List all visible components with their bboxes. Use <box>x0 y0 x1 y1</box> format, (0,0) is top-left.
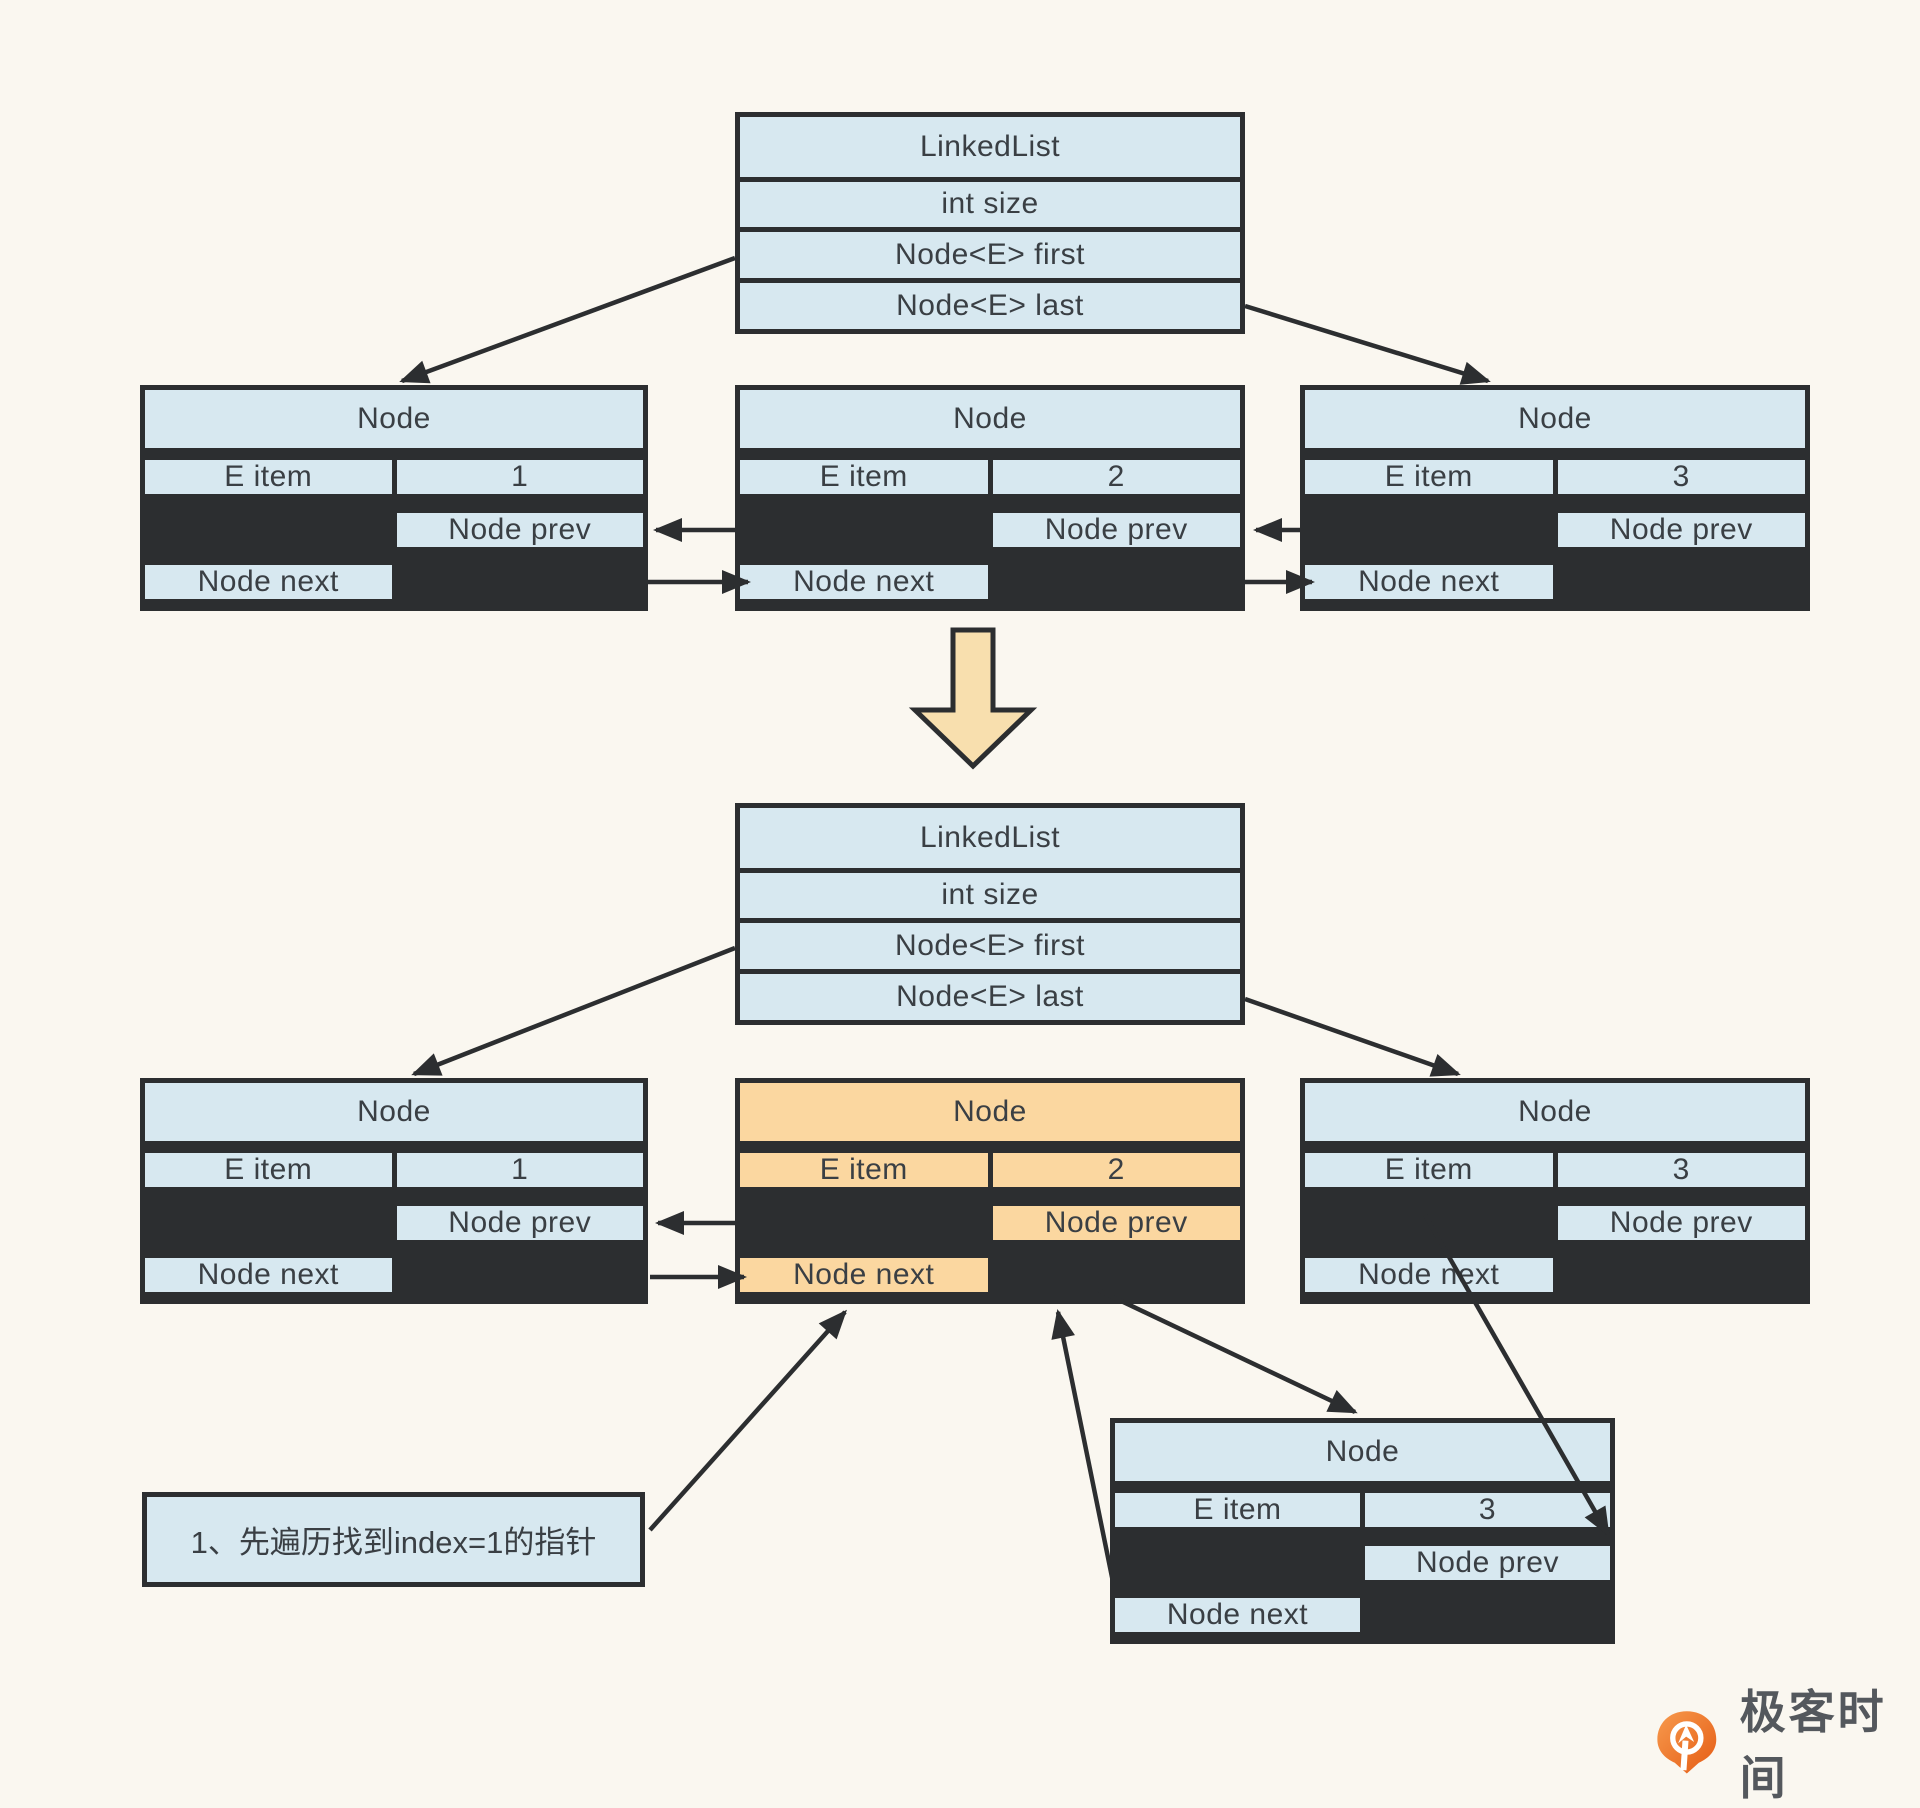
node-item-value: 2 <box>992 1152 1240 1187</box>
node-title: Node <box>1305 1083 1805 1142</box>
annotation-step1: 1、先遍历找到index=1的指针 <box>142 1492 645 1587</box>
arrow-top-last-to-node3 <box>1244 303 1491 385</box>
arrow-bottom-last-to-node3 <box>1244 996 1461 1077</box>
node-title: Node <box>145 390 643 449</box>
node-next-label: Node next <box>740 565 988 600</box>
linkedlist-box-top: LinkedList int size Node<E> first Node<E… <box>735 112 1245 334</box>
node-next-label: Node next <box>740 1258 988 1293</box>
big-down-arrow-icon <box>908 627 1038 770</box>
node3-box-bottom: Node E item 3 Node prev Node next <box>1300 1078 1810 1304</box>
node-item-value: 3 <box>1557 459 1805 494</box>
linkedlist-title: LinkedList <box>740 808 1240 868</box>
node-item-label: E item <box>1305 459 1553 494</box>
node-title: Node <box>740 1083 1240 1142</box>
linkedlist-field-first: Node<E> first <box>740 232 1240 279</box>
arrow-newnode-prev-to-node2 <box>1051 1309 1116 1583</box>
node-title: Node <box>1305 390 1805 449</box>
arrow-bottom-first-to-node1 <box>411 945 736 1077</box>
node-item-value: 2 <box>992 459 1240 494</box>
linkedlist-box-bottom: LinkedList int size Node<E> first Node<E… <box>735 803 1245 1025</box>
geektime-logo: 极客时间 <box>1650 1676 1920 1808</box>
node2-box-bottom-highlighted: Node E item 2 Node prev Node next <box>735 1078 1245 1304</box>
node-item-label: E item <box>1305 1152 1553 1187</box>
node-item-value: 1 <box>396 1152 643 1187</box>
node1-box-top: Node E item 1 Node prev Node next <box>140 385 648 611</box>
arrow-annotation-to-node2 <box>648 1309 848 1532</box>
node2-box-top: Node E item 2 Node prev Node next <box>735 385 1245 611</box>
node3-box-top: Node E item 3 Node prev Node next <box>1300 385 1810 611</box>
geektime-logo-text: 极客时间 <box>1739 1686 1887 1804</box>
node-prev-label: Node prev <box>396 512 643 547</box>
arrow-node2-next-to-newnode <box>1097 1287 1358 1415</box>
node-prev-label: Node prev <box>1557 512 1805 547</box>
node-item-label: E item <box>145 1152 392 1187</box>
node-item-value: 3 <box>1365 1492 1610 1527</box>
node-title: Node <box>740 390 1240 449</box>
linkedlist-field-size: int size <box>740 872 1240 919</box>
linkedlist-insert-diagram: LinkedList int size Node<E> first Node<E… <box>140 112 1884 1804</box>
arrow-top-first-to-node1 <box>399 255 736 384</box>
linkedlist-field-size: int size <box>740 181 1240 228</box>
node-next-label: Node next <box>1115 1598 1360 1633</box>
node-item-value: 1 <box>396 459 643 494</box>
node-title: Node <box>1115 1423 1610 1482</box>
node-next-label: Node next <box>145 1258 392 1293</box>
node-prev-label: Node prev <box>992 512 1240 547</box>
node-item-label: E item <box>740 1152 988 1187</box>
node-next-label: Node next <box>145 565 392 600</box>
node-item-label: E item <box>1115 1492 1360 1527</box>
node-item-label: E item <box>145 459 392 494</box>
linkedlist-field-last: Node<E> last <box>740 974 1240 1020</box>
node-next-label: Node next <box>1305 1258 1553 1293</box>
linkedlist-field-first: Node<E> first <box>740 923 1240 970</box>
node-title: Node <box>145 1083 643 1142</box>
node-next-label: Node next <box>1305 565 1553 600</box>
node-prev-label: Node prev <box>1365 1545 1610 1580</box>
node1-box-bottom: Node E item 1 Node prev Node next <box>140 1078 648 1304</box>
linkedlist-field-last: Node<E> last <box>740 283 1240 329</box>
node-prev-label: Node prev <box>1557 1205 1805 1240</box>
node-prev-label: Node prev <box>396 1205 643 1240</box>
linkedlist-title: LinkedList <box>740 117 1240 177</box>
node-item-value: 3 <box>1557 1152 1805 1187</box>
geektime-pin-icon <box>1657 1711 1717 1774</box>
node-item-label: E item <box>740 459 988 494</box>
node-prev-label: Node prev <box>992 1205 1240 1240</box>
new-node-box: Node E item 3 Node prev Node next <box>1110 1418 1615 1644</box>
